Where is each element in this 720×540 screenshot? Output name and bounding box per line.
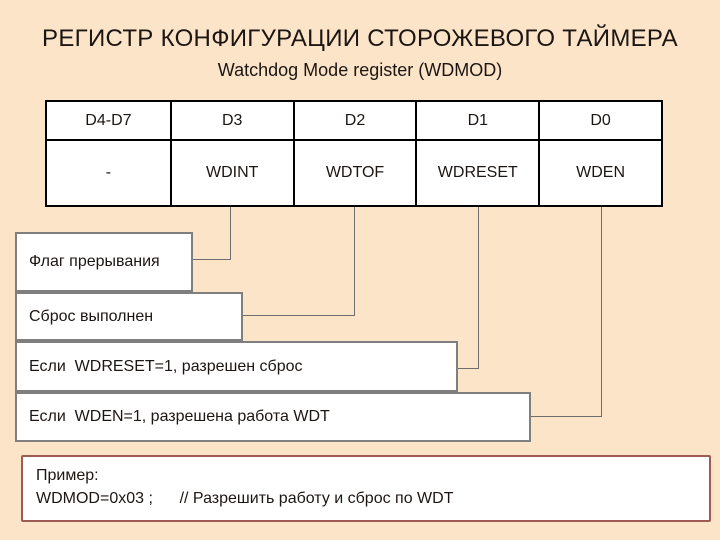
example-box: Пример: WDMOD=0x03 ; // Разрешить работу… bbox=[21, 455, 711, 522]
callout-reset-done-box: Сброс выполнен bbox=[15, 292, 243, 341]
connector-wdreset-line bbox=[457, 207, 479, 369]
page-title: РЕГИСТР КОНФИГУРАЦИИ СТОРОЖЕВОГО ТАЙМЕРА bbox=[42, 25, 678, 52]
callout-interrupt-flag-box: Флаг прерывания bbox=[15, 232, 193, 292]
register-table-header-cell: D1 bbox=[415, 102, 538, 139]
register-bit-cell: WDEN bbox=[538, 139, 661, 205]
example-title: Пример: bbox=[36, 467, 99, 484]
register-bit-cell: WDTOF bbox=[292, 139, 416, 205]
register-bit-cell: - bbox=[47, 139, 170, 205]
connector-wden-line bbox=[530, 207, 602, 417]
register-bit-cell: WDINT bbox=[169, 139, 293, 205]
connector-wdtof-line bbox=[242, 207, 355, 316]
callout-label: Флаг прерывания bbox=[29, 253, 160, 270]
callout-wden-box: Если WDEN=1, разрешена работа WDT bbox=[15, 392, 531, 442]
callout-label: Если WDRESET=1, разрешен сброс bbox=[29, 357, 303, 375]
page-subtitle: Watchdog Mode register (WDMOD) bbox=[217, 60, 503, 80]
callout-label: Сброс выполнен bbox=[29, 307, 154, 325]
register-table-header-cell: D3 bbox=[169, 102, 293, 139]
register-table-header-cell: D2 bbox=[292, 102, 416, 139]
callout-wdreset-box: Если WDRESET=1, разрешен сброс bbox=[15, 341, 458, 392]
register-table-header-cell: D0 bbox=[538, 102, 661, 139]
register-bit-cell: WDRESET bbox=[415, 139, 539, 205]
register-table: D4-D7 D3 D2 D1 D0 - WDINT WDTOF WDRESET … bbox=[45, 100, 663, 207]
callout-label: Если WDEN=1, разрешена работа WDT bbox=[29, 408, 330, 425]
example-code: WDMOD=0x03 ; // Разрешить работу и сброс… bbox=[36, 490, 454, 507]
register-table-header-cell: D4-D7 bbox=[85, 111, 132, 129]
connector-wdint-line bbox=[192, 207, 231, 260]
